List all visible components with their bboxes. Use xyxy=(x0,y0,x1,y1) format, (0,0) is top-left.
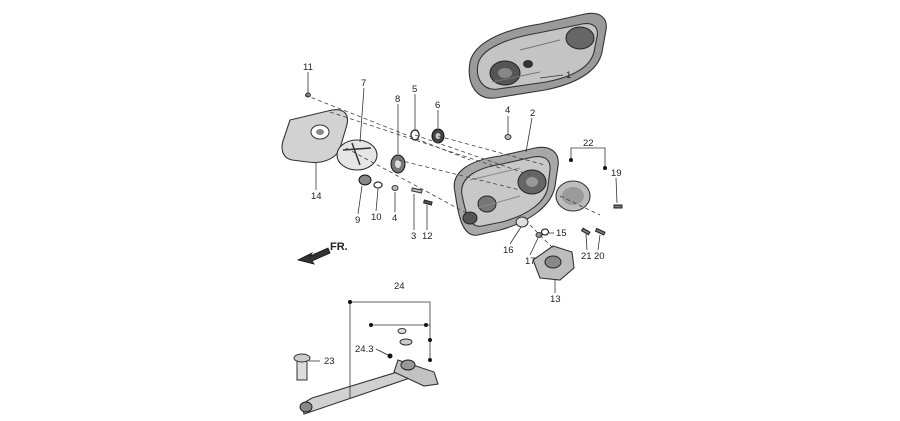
front-direction-arrow: FR. xyxy=(296,241,348,265)
group-brackets xyxy=(348,147,607,398)
inspection-cover xyxy=(555,180,591,212)
callout-part-4-top: 4 xyxy=(505,105,510,116)
callout-part-23: 23 xyxy=(324,356,335,367)
callout-part-17: 17 xyxy=(525,256,536,267)
callout-part-16: 16 xyxy=(503,245,514,256)
callout-part-7: 7 xyxy=(361,78,366,89)
callout-part-13: 13 xyxy=(550,294,561,305)
callout-part-21: 21 xyxy=(581,251,592,262)
callout-part-10: 10 xyxy=(371,212,382,223)
callout-part-2: 2 xyxy=(530,108,535,119)
callout-part-24-3: 24.3 xyxy=(355,344,374,355)
drive-plate xyxy=(336,139,378,171)
callout-part-24: 24 xyxy=(394,281,405,292)
assembly-guide-lines xyxy=(304,94,601,251)
part-callouts: 1 2 3 4 4 5 6 7 8 9 10 11 12 13 14 15 16… xyxy=(303,62,622,367)
callout-part-5: 5 xyxy=(412,84,417,95)
callout-part-4-bottom: 4 xyxy=(392,213,397,224)
callout-part-14: 14 xyxy=(311,191,322,202)
kick-housing xyxy=(532,245,575,281)
callout-part-12: 12 xyxy=(422,231,433,242)
callout-part-6: 6 xyxy=(435,100,440,111)
outer-cover-assembled xyxy=(468,12,607,99)
cover-plate xyxy=(281,109,349,164)
callout-part-1: 1 xyxy=(566,70,571,81)
front-direction-label: FR. xyxy=(330,241,348,253)
callout-part-11: 11 xyxy=(303,62,313,73)
kick-lever xyxy=(299,328,439,415)
callout-part-15: 15 xyxy=(556,228,567,239)
callout-part-3: 3 xyxy=(411,231,416,242)
callout-part-9: 9 xyxy=(355,215,360,226)
callout-part-20: 20 xyxy=(594,251,605,262)
small-parts xyxy=(293,92,623,381)
callout-part-8: 8 xyxy=(395,94,400,105)
callout-part-19: 19 xyxy=(611,168,622,179)
leader-lines xyxy=(307,72,618,362)
crankcase-cover xyxy=(453,146,559,236)
callout-part-22: 22 xyxy=(583,138,594,149)
